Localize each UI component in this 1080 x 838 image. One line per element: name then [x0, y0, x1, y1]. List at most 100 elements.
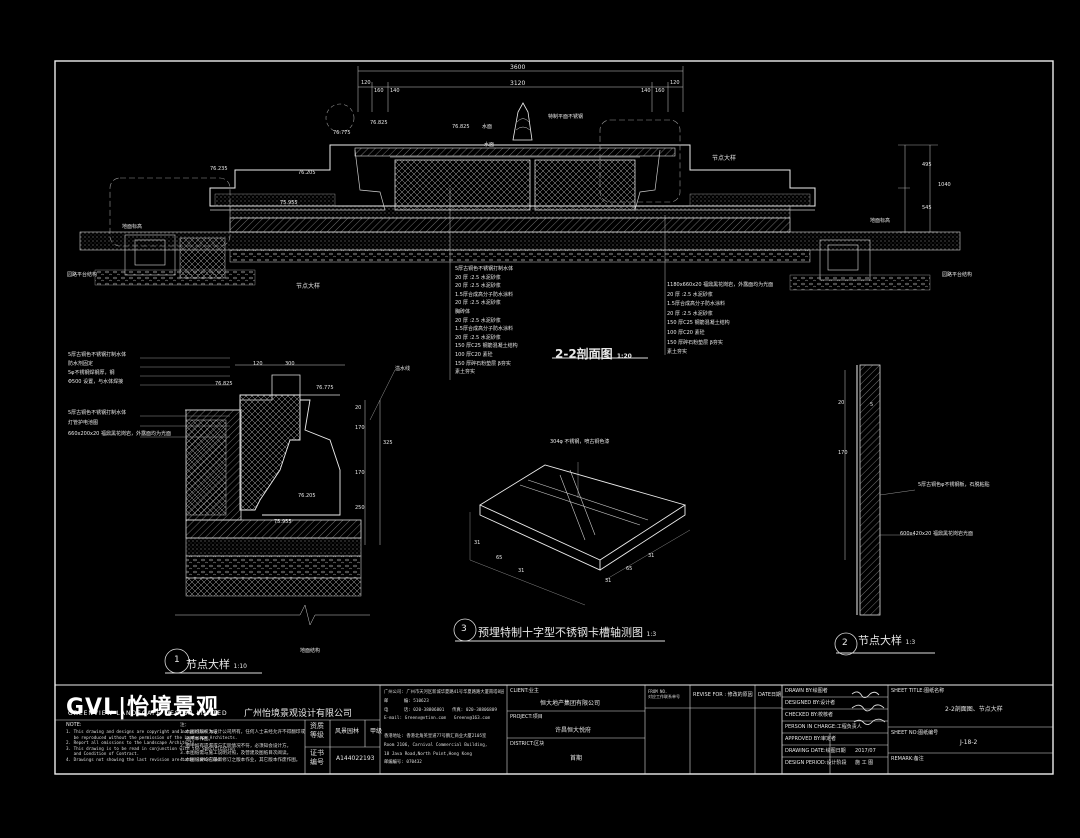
- company-name: 广州怡境景观设计有限公司: [244, 709, 353, 719]
- d1-note-6: 660x200x20 福鼎黑花岗岩，外露面均为光面: [68, 431, 171, 437]
- d2-number: 2: [842, 638, 848, 648]
- client-label: CLIENT:业主: [510, 688, 539, 694]
- note-label: NOTE:: [66, 722, 82, 728]
- detail-2-drawing: [834, 364, 935, 656]
- d1-side-dim-0: 20: [355, 405, 362, 411]
- right-dim-1040: 1040: [938, 182, 951, 188]
- d1-side-dim-3: 250: [355, 505, 365, 511]
- water-level-label: 水面: [482, 124, 493, 130]
- title-block-lines: [55, 685, 1053, 774]
- d2-scale: 1:3: [905, 639, 916, 646]
- d3-title: 预埋特制十字型不锈钢卡槽轴测图 1:3: [478, 624, 656, 640]
- dim-160-right: 160: [655, 88, 665, 94]
- layer-item: 20 厚 :2.5 水泥砂浆: [455, 334, 501, 341]
- elev-76775: 76.775: [333, 130, 351, 136]
- layer-item: 20 厚 :2.5 水泥砂浆: [455, 300, 501, 307]
- d1-bottom-label: 地面结构: [300, 648, 321, 654]
- section-title: 2-2剖面图 1:20: [555, 345, 632, 362]
- d1-scale: 1:10: [233, 663, 247, 670]
- path-structure-left: 园路平台结构: [67, 272, 98, 278]
- sheet-title-label: SHEET TITLE:图纸名称: [891, 688, 945, 694]
- certificate-label: 证书 编号: [310, 749, 324, 766]
- layer-item: 1180x660x20 福鼎黑花岗岩，外露面均为光面: [667, 282, 774, 288]
- right-dim-545: 545: [922, 205, 932, 211]
- d2-dim-0: 20: [838, 400, 845, 406]
- detail-3-drawing: [453, 462, 691, 642]
- company-address: 广州公司: 广州市天河区新城华夏路41号华夏路路大厦南塔8层 邮 编: 5106…: [384, 690, 505, 766]
- d1-note-3: Φ500 设置，与水体焊接: [68, 379, 124, 385]
- elev-75955: 75.955: [280, 200, 298, 206]
- ground-label-right: 地面标高: [870, 218, 891, 224]
- d2-dim-1: 170: [838, 450, 848, 456]
- layer-item: 150 厚碎石粉垫层 β夯实: [667, 339, 723, 346]
- sheet-title-value: 2-2剖面图、节点大样: [945, 706, 1003, 713]
- layer-item: 100 厚C20 素砼: [667, 330, 705, 336]
- d1-note-1: 防水剂固定: [68, 361, 94, 367]
- d3-note: 304φ 不锈钢，喷古铜色漆: [550, 439, 610, 445]
- d2-note-0: 5厚古铜色φ不锈钢板，石脱粘贴: [918, 482, 990, 488]
- project-label: PROJECT:项目: [510, 714, 543, 720]
- layer-item: 20 厚 :2.5 水泥砂浆: [667, 291, 713, 298]
- dim-120-left: 120: [361, 80, 371, 86]
- dim-inner: 3120: [510, 80, 526, 87]
- layer-item: 150 厚C25 钢筋混凝土结构: [667, 320, 730, 327]
- layer-item: 20 厚 :2.5 水泥砂浆: [455, 274, 501, 281]
- project-value: 许昌恒大悦府: [555, 727, 592, 734]
- d2-dim-2: 5: [870, 402, 874, 408]
- d3-scale: 1:3: [646, 631, 657, 638]
- certificate-number: A144022193: [336, 755, 375, 762]
- d1-side-dim-1: 170: [355, 425, 365, 431]
- layer-item: 1.5厚合成高分子防水涂料: [455, 291, 513, 298]
- d1-title: 节点大样 1:10: [186, 656, 247, 672]
- layer-item: 20 厚 :2.5 水泥砂浆: [455, 317, 501, 324]
- drawing-date-value: 2017/07: [855, 748, 876, 754]
- sheet-border: [54, 60, 1054, 775]
- layer-item: 20 厚 :2.5 水泥砂浆: [455, 283, 501, 290]
- from-no-label: FROM NO. 对应工作联系单号: [648, 689, 680, 699]
- layer-item: 100 厚C20 素砼: [455, 352, 493, 358]
- d1-elev-1: 76.775: [316, 385, 334, 391]
- layer-item: 1.5厚合成高分子防水涂料: [455, 326, 513, 333]
- d1-dim-120: 120: [253, 361, 263, 367]
- d1-note-0: 5厚古铜色不锈钢打制水体: [68, 352, 127, 358]
- notes-english: 1. This drawing and designs are copyrigh…: [66, 729, 238, 762]
- layer-item: 1.5厚合成高分子防水涂料: [667, 301, 725, 308]
- layer-item: 20 厚 :2.5 水泥砂浆: [667, 310, 713, 317]
- d3-dim-1: 65: [496, 555, 503, 561]
- qualification-value: 风景园林: [335, 728, 360, 735]
- layer-item: 素土夯实: [667, 349, 688, 356]
- d1-elev-0: 76.825: [215, 381, 233, 387]
- d1-number: 1: [174, 655, 180, 665]
- district-value: 首期: [570, 755, 583, 762]
- remark-label: REMARK:备注: [891, 756, 924, 762]
- designed-by: DESIGNED BY:设计者: [785, 700, 836, 706]
- layer-item: 素土夯实: [455, 369, 476, 376]
- elev-76825-a: 76.825: [370, 120, 388, 126]
- d1-note-5: 灯管护电池图: [68, 420, 99, 426]
- d1-elev-2: 76.205: [298, 493, 316, 499]
- d3-dim-4: 65: [626, 566, 633, 572]
- sheet-no-value: J-18-2: [960, 739, 978, 746]
- d2-title: 节点大样 1:3: [858, 632, 915, 648]
- water-level-label-2: 水面: [484, 142, 495, 148]
- elev-76235: 76.235: [210, 166, 228, 172]
- d1-note-2: 5φ不锈钢焊钢厚，钢: [68, 370, 115, 376]
- d1-side-dim-4: 170: [355, 470, 365, 476]
- d1-side-dim-2: 325: [383, 440, 393, 446]
- approved-by: APPROVED BY:审定者: [785, 736, 837, 742]
- sheet-no-label: SHEET NO:图纸编号: [891, 730, 939, 736]
- elev-76825-b: 76.825: [452, 124, 470, 130]
- d2-title-text: 节点大样: [858, 634, 902, 647]
- section-2-2: [79, 66, 961, 380]
- dim-120-right: 120: [670, 80, 680, 86]
- section-scale: 1:20: [616, 353, 632, 360]
- drawing-date-label: DRAWING DATE:绘图日期: [785, 748, 846, 754]
- d1-overflow-label: 溢水线: [395, 366, 411, 372]
- d1-title-text: 节点大样: [186, 658, 230, 671]
- design-period-value: 施 工 图: [855, 760, 874, 766]
- elev-76205: 76.205: [298, 170, 316, 176]
- detail-1-drawing: [140, 357, 396, 674]
- d3-dim-2: 31: [518, 568, 525, 574]
- d3-dim-5: 31: [648, 553, 655, 559]
